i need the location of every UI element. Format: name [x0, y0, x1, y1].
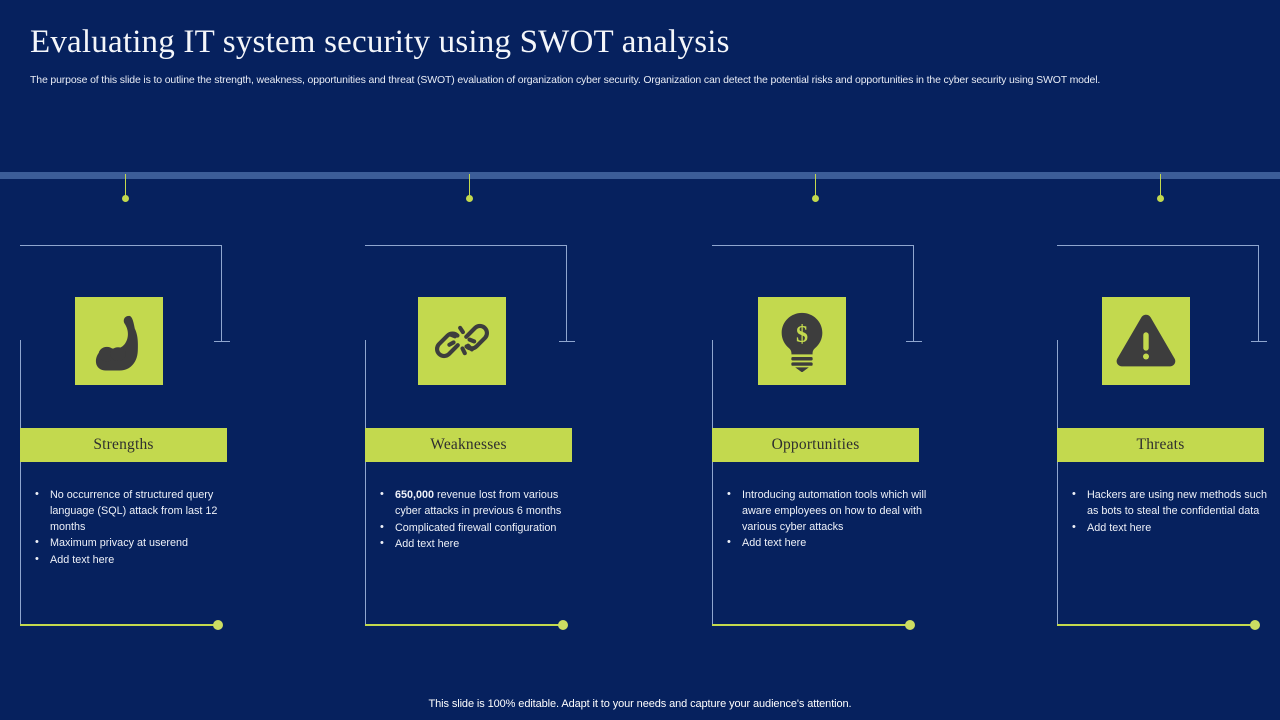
lightbulb-dollar-icon: $ [781, 312, 823, 372]
bullet-item: Introducing automation tools which will … [722, 487, 928, 535]
bullet-item: 650,000 revenue lost from various cyber … [375, 487, 581, 520]
card-title-band-strengths[interactable]: Strengths [20, 428, 227, 462]
bullet-item: Add text here [1067, 520, 1273, 537]
icon-tile-threats [1102, 297, 1190, 385]
header-divider [0, 172, 1280, 179]
card-title-band-threats[interactable]: Threats [1057, 428, 1264, 462]
card-title-label: Weaknesses [430, 436, 507, 453]
card-frame-top [712, 245, 914, 246]
page-title: Evaluating IT system security using SWOT… [30, 24, 730, 60]
page-subtitle: The purpose of this slide is to outline … [30, 74, 1101, 86]
card-frame-right-tick [906, 341, 922, 342]
card-frame-top [1057, 245, 1259, 246]
card-frame-bottom [365, 624, 565, 626]
card-frame-bottom [1057, 624, 1257, 626]
swot-card-weaknesses: Weaknesses 650,000 revenue lost from var… [355, 240, 595, 630]
svg-text:$: $ [796, 321, 808, 348]
card-frame-right [221, 245, 222, 342]
card-title-band-weaknesses[interactable]: Weaknesses [365, 428, 572, 462]
connector-line-strengths [122, 174, 129, 202]
footer-text: This slide is 100% editable. Adapt it to… [428, 698, 852, 710]
card-frame-left [712, 340, 713, 625]
swot-card-threats: Threats Hackers are using new methods su… [1047, 240, 1280, 630]
card-frame-left [1057, 340, 1058, 625]
card-frame-right [913, 245, 914, 342]
icon-tile-opportunities: $ [758, 297, 846, 385]
bullet-item: Add text here [375, 536, 581, 553]
connector-dot-weaknesses [466, 195, 473, 202]
card-bullet-list-threats: Hackers are using new methods such as bo… [1067, 487, 1273, 537]
bullet-item: Complicated firewall configuration [375, 520, 581, 537]
bullet-item: Hackers are using new methods such as bo… [1067, 487, 1273, 520]
swot-card-group: Strengths No occurrence of structured qu… [0, 240, 1280, 640]
warning-triangle-icon [1116, 314, 1176, 367]
icon-tile-strengths [75, 297, 163, 385]
bullet-item: Add text here [722, 535, 928, 552]
card-frame-right-tick [214, 341, 230, 342]
card-bottom-dot [1250, 620, 1260, 630]
swot-card-strengths: Strengths No occurrence of structured qu… [10, 240, 250, 630]
card-frame-left [365, 340, 366, 625]
slide-footer: This slide is 100% editable. Adapt it to… [0, 688, 1280, 720]
card-frame-bottom [712, 624, 912, 626]
broken-chain-link-icon [435, 323, 489, 359]
connector-dot-strengths [122, 195, 129, 202]
card-bullet-list-strengths: No occurrence of structured query langua… [30, 487, 236, 570]
card-frame-right-tick [1251, 341, 1267, 342]
card-bullet-list-weaknesses: 650,000 revenue lost from various cyber … [375, 487, 581, 554]
bullet-item: No occurrence of structured query langua… [30, 487, 236, 535]
card-title-label: Opportunities [771, 436, 860, 453]
card-frame-bottom [20, 624, 220, 626]
bullet-item: Add text here [30, 552, 236, 569]
connector-line-threats [1157, 174, 1164, 202]
card-frame-left [20, 340, 21, 625]
card-bottom-dot [558, 620, 568, 630]
flexed-biceps-icon [95, 315, 138, 371]
swot-card-opportunities: $ Opportunities Introducing automation t… [702, 240, 942, 630]
card-frame-top [20, 245, 222, 246]
card-bottom-dot [213, 620, 223, 630]
connector-line-opportunities [812, 174, 819, 202]
card-bottom-dot [905, 620, 915, 630]
card-title-band-opportunities[interactable]: Opportunities [712, 428, 919, 462]
bullet-highlight: 650,000 [395, 489, 435, 501]
bullet-item: Maximum privacy at userend [30, 535, 236, 552]
connector-line-weaknesses [466, 174, 473, 202]
card-bullet-list-opportunities: Introducing automation tools which will … [722, 487, 928, 553]
connector-dot-threats [1157, 195, 1164, 202]
card-frame-right-tick [559, 341, 575, 342]
card-frame-right [566, 245, 567, 342]
card-frame-top [365, 245, 567, 246]
slide-header: Evaluating IT system security using SWOT… [0, 0, 1280, 175]
card-title-label: Threats [1136, 436, 1185, 453]
card-title-label: Strengths [93, 436, 154, 453]
icon-tile-weaknesses [418, 297, 506, 385]
connector-dot-opportunities [812, 195, 819, 202]
card-frame-right [1258, 245, 1259, 342]
